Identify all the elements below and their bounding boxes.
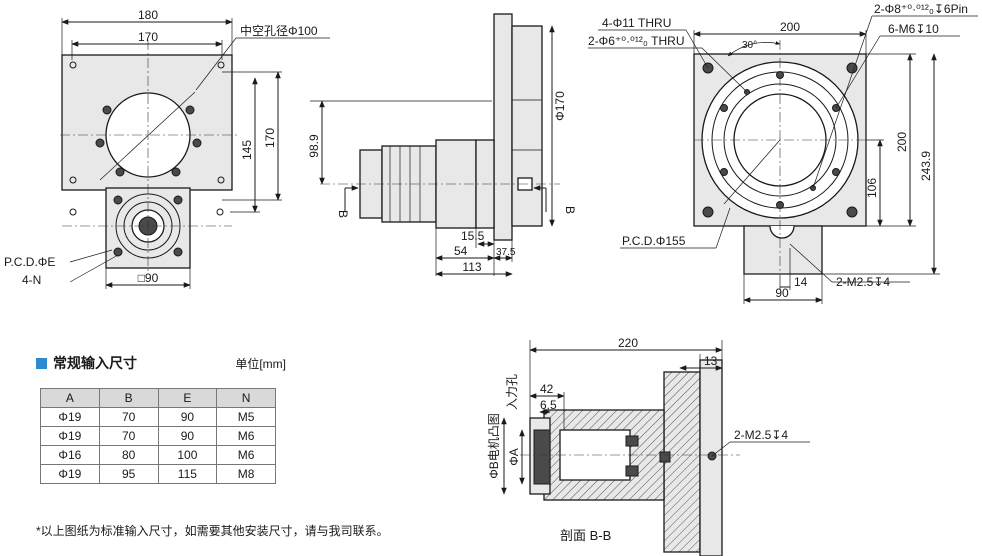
side-flange — [493, 13, 513, 241]
label-4phi11: 4-Φ11 THRU — [602, 16, 671, 30]
label-6m6: 6-M6↧10 — [888, 22, 939, 36]
label-2phi6: 2-Φ6⁺⁰·⁰¹²₀ THRU — [588, 34, 685, 48]
label-m2-5-section: 2-M2.5↧4 — [734, 428, 788, 442]
table-cell: 70 — [98, 426, 159, 446]
table-cell: 115 — [157, 464, 218, 484]
dim-15-5: 15.5 — [461, 229, 485, 243]
section-mark-left: B — [336, 210, 350, 218]
table-header-row: A B E N — [40, 388, 276, 408]
bolt-holes — [69, 61, 225, 216]
table-cell: M5 — [216, 407, 276, 427]
pcd-155-label: P.C.D.Φ155 — [622, 234, 686, 248]
table-cell: 90 — [157, 407, 218, 427]
dim-98-9: 98.9 — [307, 134, 321, 158]
dim-170-vertical: 170 — [263, 128, 277, 148]
dim-106: 106 — [865, 178, 879, 198]
front-view: 180 170 中空孔径Φ100 145 170 P.C.D.ΦE 4-N □9… — [4, 8, 330, 289]
footnote: *以上图纸为标准输入尺寸，如需要其他安装尺寸，请与我司联系。 — [36, 524, 389, 538]
dim-42: 42 — [540, 382, 554, 396]
table-cell: M6 — [216, 426, 276, 446]
dim-6-5: 6.5 — [540, 398, 557, 412]
table-cell: M8 — [216, 464, 276, 484]
dim-90: 90 — [775, 286, 789, 300]
dim-14: 14 — [794, 275, 808, 289]
section-view: 220 13 42 6.5 入力孔 ΦA ΦB电机凸图 2-M2.5↧4 剖面 … — [487, 336, 810, 556]
holes-label: 4-N — [22, 273, 41, 287]
table-cell: 95 — [98, 464, 159, 484]
table-row: Φ19 95 115 M8 — [40, 464, 276, 484]
label-motor-boss: ΦB电机凸图 — [487, 413, 501, 479]
table-cell: 70 — [98, 407, 159, 427]
dim-54: 54 — [454, 244, 468, 258]
table-row: Φ19 70 90 M6 — [40, 426, 276, 446]
dim-square-90: □90 — [138, 271, 159, 285]
dim-243-9: 243.9 — [919, 151, 933, 181]
dim-170: 170 — [138, 30, 158, 44]
input-dimension-table-block: 常规输入尺寸 单位[mm] A B E N Φ19 70 90 M5 Φ19 7… — [36, 352, 286, 484]
dim-113: 113 — [462, 260, 481, 274]
table-cell: Φ19 — [40, 426, 100, 446]
side-body — [511, 25, 543, 227]
section-caption: 剖面 B-B — [560, 528, 611, 543]
header-e: E — [157, 388, 218, 408]
angle-30: 30° — [742, 40, 757, 51]
input-dimension-table: A B E N Φ19 70 90 M5 Φ19 70 90 M6 Φ16 80 — [40, 388, 276, 484]
table-cell: Φ19 — [40, 464, 100, 484]
table-row: Φ19 70 90 M5 — [40, 407, 276, 427]
table-title: 常规输入尺寸 — [53, 355, 137, 371]
label-phi-a: ΦA — [507, 448, 521, 466]
table-cell: 100 — [157, 445, 218, 465]
accent-square-icon — [36, 357, 47, 369]
header-n: N — [216, 388, 276, 408]
dim-200: 200 — [780, 20, 800, 34]
table-unit: 单位[mm] — [235, 356, 286, 371]
dim-200-vertical: 200 — [895, 132, 909, 152]
table-cell: 90 — [157, 426, 218, 446]
table-cell: M6 — [216, 445, 276, 465]
header-b: B — [98, 388, 159, 408]
dim-145: 145 — [240, 140, 254, 160]
label-2phi8: 2-Φ8⁺⁰·⁰¹²₀↧6Pin — [874, 2, 968, 16]
table-cell: Φ19 — [40, 407, 100, 427]
top-view: 30° 200 4-Φ11 THRU 2-Φ6⁺⁰·⁰¹²₀ THRU 2-Φ8… — [588, 2, 978, 304]
hollow-bore-label: 中空孔径Φ100 — [240, 23, 318, 38]
table-cell: Φ16 — [40, 445, 100, 465]
pcd-label: P.C.D.ΦE — [4, 255, 55, 269]
table-cell: 80 — [98, 445, 159, 465]
motor-housing — [381, 145, 437, 223]
section-mark-right: B — [563, 206, 577, 214]
dim-37-5: 37.5 — [496, 247, 516, 258]
table-title-row: 常规输入尺寸 单位[mm] — [36, 352, 286, 374]
label-input-hole: 入力孔 — [505, 374, 519, 410]
dim-13: 13 — [704, 354, 718, 368]
side-view: 98.9 Φ170 B B 15.5 54 37.5 113 — [307, 13, 577, 277]
dim-180: 180 — [138, 8, 158, 22]
header-a: A — [40, 388, 100, 408]
dim-220: 220 — [618, 336, 638, 350]
table-row: Φ16 80 100 M6 — [40, 445, 276, 465]
label-m2-5-top: 2-M2.5↧4 — [836, 275, 890, 289]
dim-phi170: Φ170 — [553, 91, 567, 121]
